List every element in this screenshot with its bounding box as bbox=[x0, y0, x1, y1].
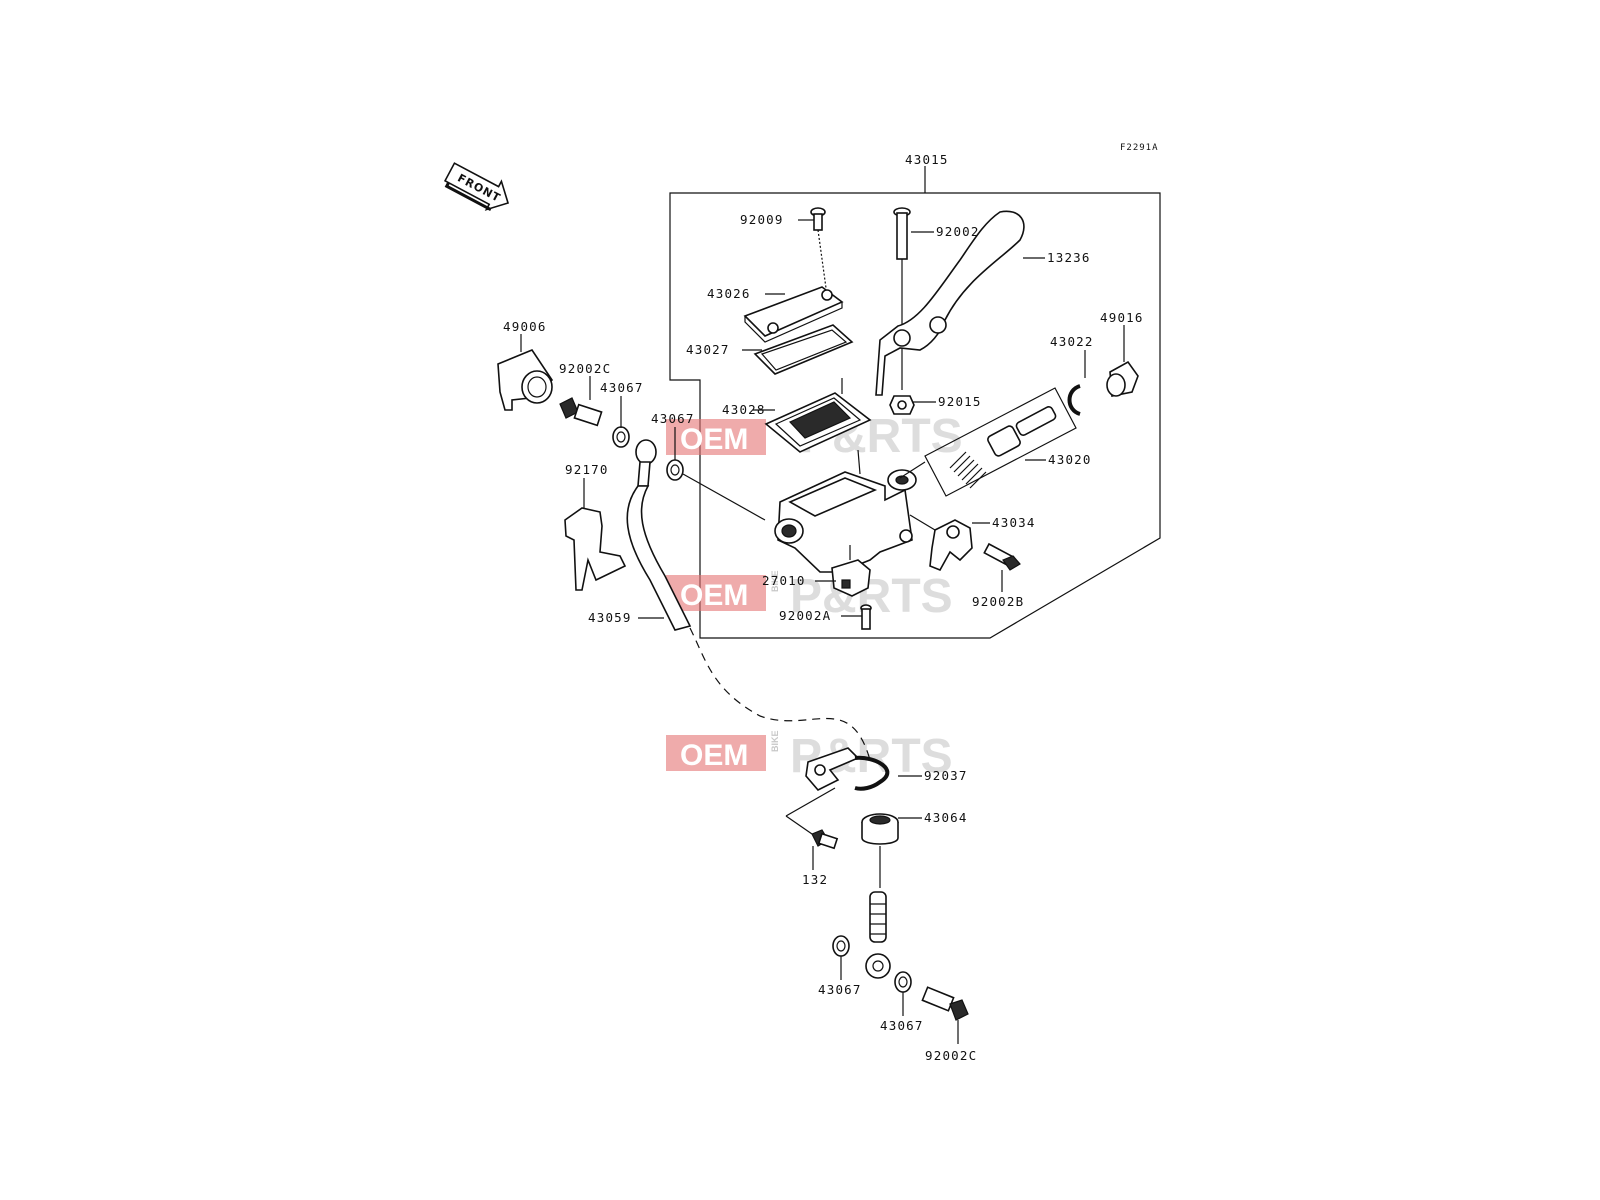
label-43067-c: 43067 bbox=[818, 982, 862, 997]
label-92002: 92002 bbox=[936, 224, 980, 239]
label-43067-d: 43067 bbox=[880, 1018, 924, 1033]
label-43059: 43059 bbox=[588, 610, 632, 625]
label-27010: 27010 bbox=[762, 573, 806, 588]
label-49016: 49016 bbox=[1100, 310, 1144, 325]
label-49006: 49006 bbox=[503, 319, 547, 334]
part-92170-clamp bbox=[564, 507, 627, 591]
figure-code: F2291A bbox=[1120, 143, 1159, 153]
part-43020-piston bbox=[899, 387, 1077, 497]
label-43020: 43020 bbox=[1048, 452, 1092, 467]
label-92037: 92037 bbox=[924, 768, 968, 783]
svg-text:OEM: OEM bbox=[680, 579, 748, 612]
svg-text:OEM: OEM bbox=[680, 739, 748, 772]
part-43022-clip bbox=[1067, 384, 1081, 416]
label-92002B: 92002B bbox=[972, 594, 1024, 609]
svg-text:BIKE: BIKE bbox=[770, 570, 780, 592]
label-43034: 43034 bbox=[992, 515, 1036, 530]
part-92002B-bolt bbox=[983, 542, 1021, 592]
part-43067-washer-b bbox=[666, 459, 766, 521]
label-43067-a: 43067 bbox=[600, 380, 644, 395]
part-92037-clamp bbox=[785, 747, 890, 835]
part-43028-diaphragm bbox=[764, 392, 872, 453]
label-13236: 13236 bbox=[1047, 250, 1091, 265]
label-92015: 92015 bbox=[938, 394, 982, 409]
label-132: 132 bbox=[802, 872, 828, 887]
part-43034-clamp bbox=[909, 514, 973, 572]
label-92002C-upper: 92002C bbox=[559, 361, 611, 376]
part-49006-cover bbox=[497, 349, 554, 411]
part-43027-plate bbox=[753, 324, 854, 375]
part-92002C-upper-bolt bbox=[559, 397, 603, 427]
part-132-bolt bbox=[811, 829, 839, 850]
part-43064-boot bbox=[861, 813, 899, 888]
part-43067-washer-a bbox=[612, 426, 630, 448]
label-43015: 43015 bbox=[905, 152, 949, 167]
label-43026: 43026 bbox=[707, 286, 751, 301]
assembly-bracket bbox=[669, 166, 1161, 639]
label-92002C-lower: 92002C bbox=[925, 1048, 977, 1063]
svg-text:BIKE: BIKE bbox=[770, 730, 780, 752]
part-43067-washer-c bbox=[832, 935, 850, 957]
part-43059-hose bbox=[626, 439, 871, 761]
part-92002A-screw bbox=[860, 604, 872, 630]
part-92009-screw bbox=[810, 207, 827, 289]
label-43022: 43022 bbox=[1050, 334, 1094, 349]
svg-text:P&RTS: P&RTS bbox=[790, 570, 953, 623]
part-49016-boot bbox=[1106, 360, 1139, 397]
label-43027: 43027 bbox=[686, 342, 730, 357]
label-92002A: 92002A bbox=[779, 608, 831, 623]
part-92002-bolt bbox=[893, 207, 911, 390]
watermark-2: OEM BIKE P&RTS bbox=[666, 570, 953, 623]
part-92002C-lower-bolt bbox=[921, 986, 969, 1044]
part-43067-washer-d bbox=[894, 971, 912, 993]
label-92170: 92170 bbox=[565, 462, 609, 477]
part-13236-lever bbox=[875, 210, 1025, 396]
label-43028: 43028 bbox=[722, 402, 766, 417]
part-43026-cap bbox=[743, 286, 844, 343]
label-92009: 92009 bbox=[740, 212, 784, 227]
front-arrow-icon: FRONT bbox=[443, 162, 510, 212]
part-labels: 43015 92009 92002 13236 43026 43027 4302… bbox=[503, 152, 1144, 1063]
part-master-cylinder bbox=[774, 378, 917, 573]
part-92015-nut bbox=[889, 395, 915, 415]
leader-lines bbox=[520, 219, 1125, 1016]
part-lower-banjo-fitting bbox=[865, 891, 891, 979]
label-43067-b: 43067 bbox=[651, 411, 695, 426]
part-27010-switch bbox=[831, 545, 871, 597]
svg-text:OEM: OEM bbox=[680, 423, 748, 456]
label-43064: 43064 bbox=[924, 810, 968, 825]
